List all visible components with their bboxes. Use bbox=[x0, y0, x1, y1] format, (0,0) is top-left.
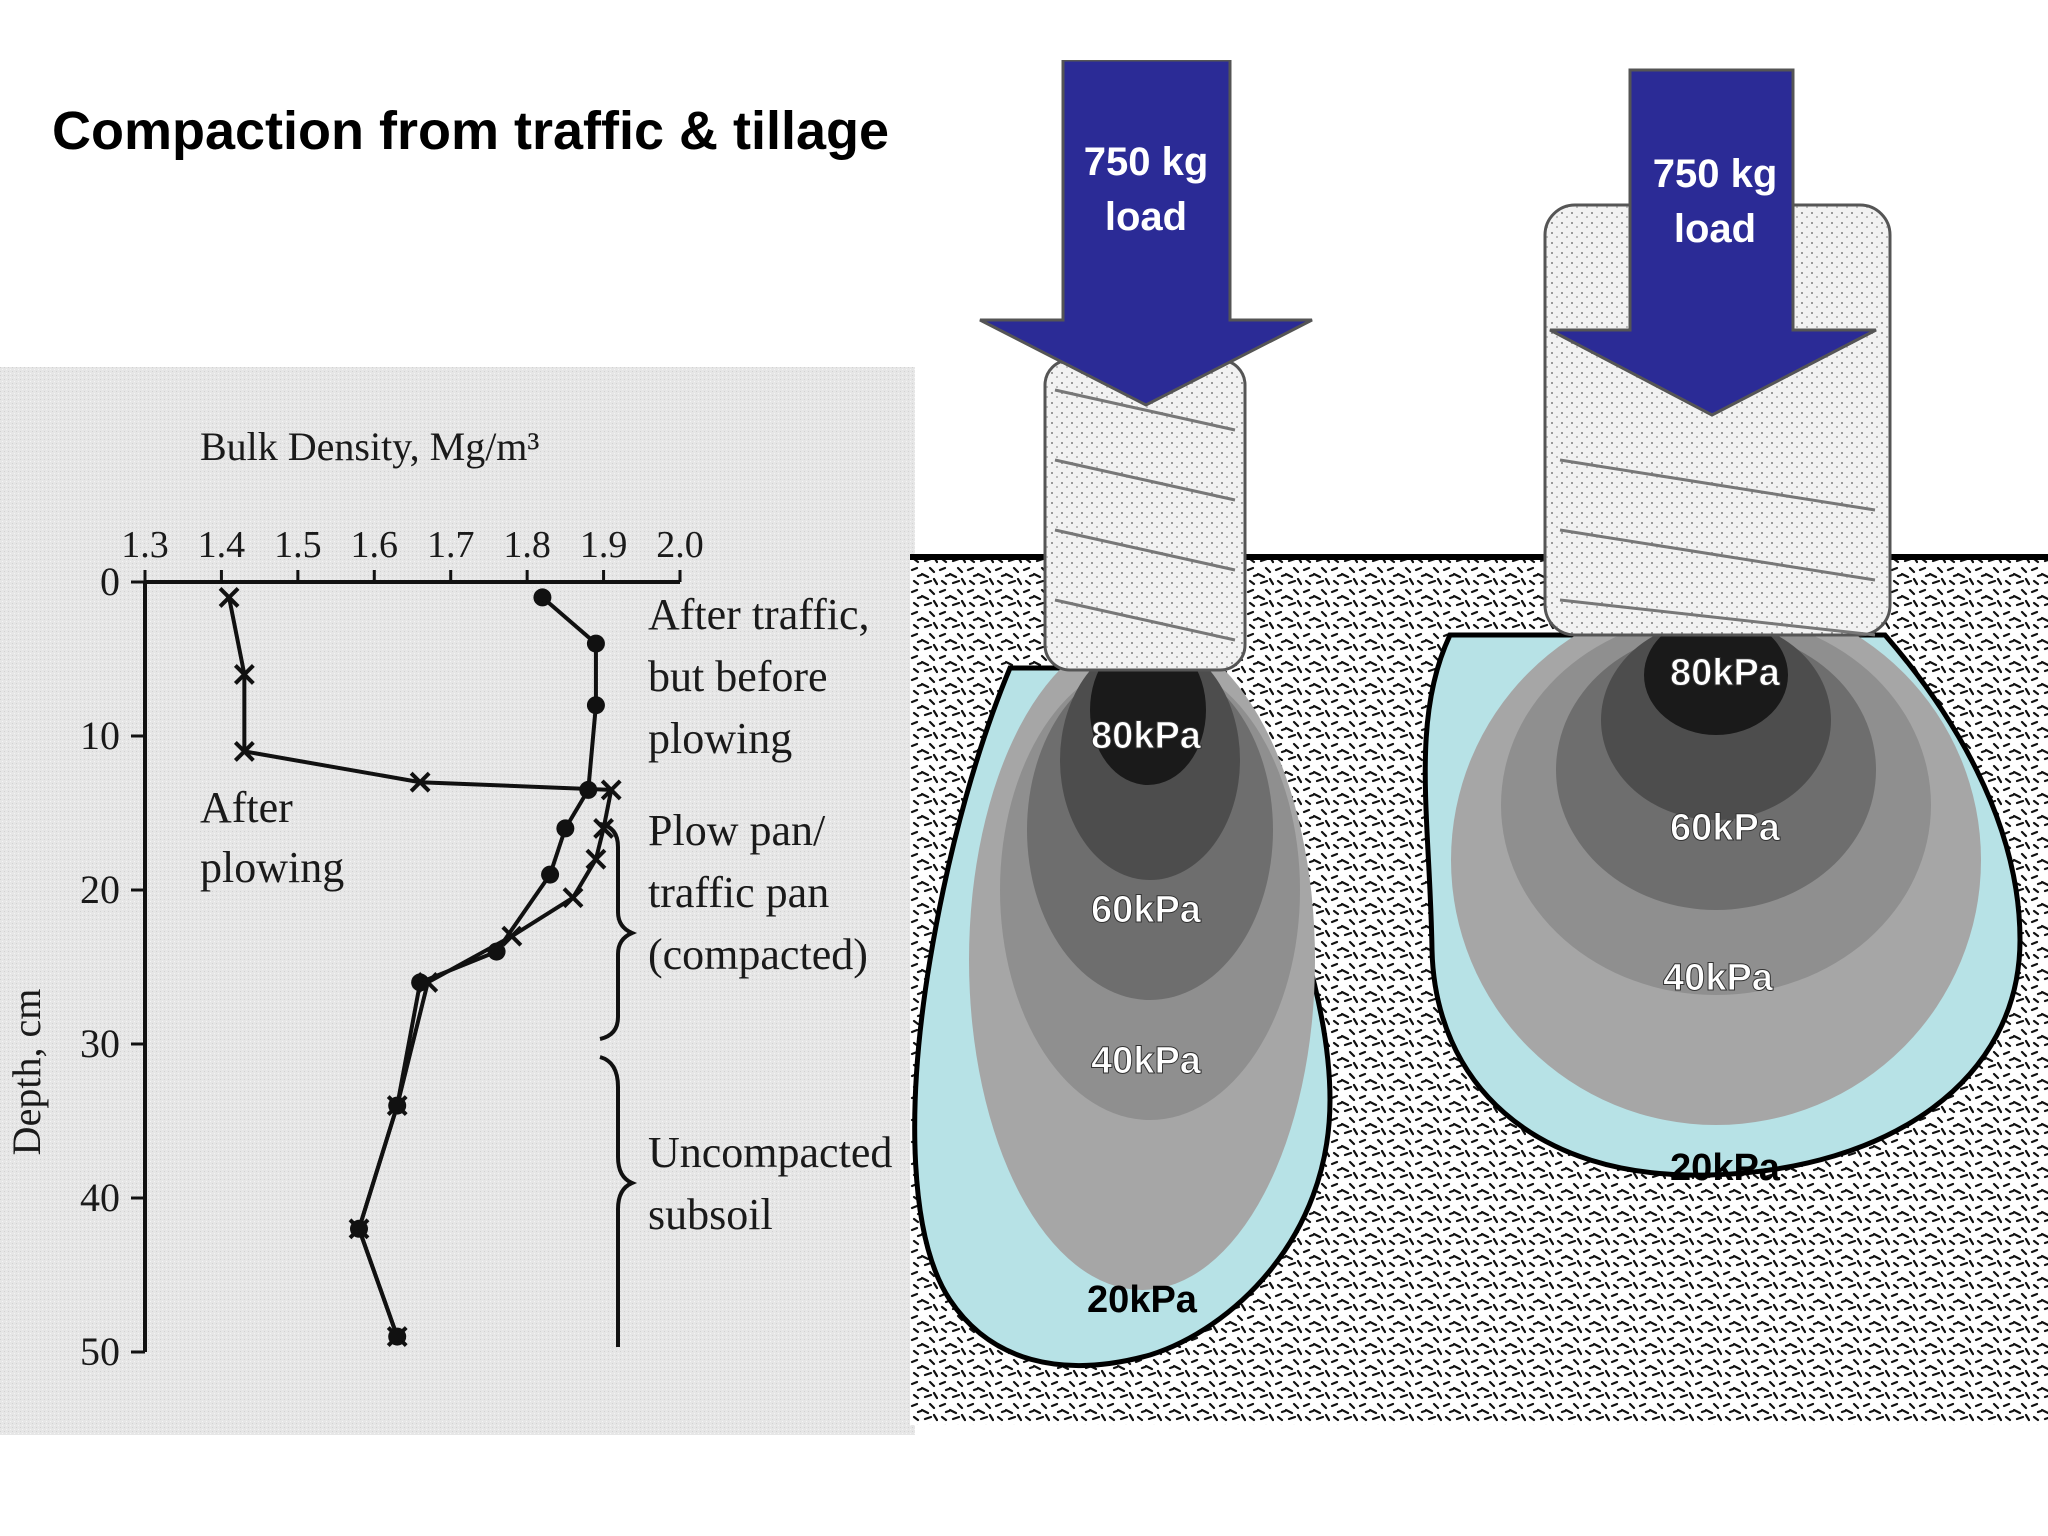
y-tick-label: 40 bbox=[80, 1175, 120, 1220]
x-marker-point bbox=[233, 740, 255, 762]
dot-marker-point bbox=[586, 696, 605, 715]
dot-marker-point bbox=[586, 634, 605, 653]
subsoil-bracket bbox=[599, 1055, 638, 1347]
x-marker-point bbox=[218, 586, 240, 608]
x-tick-label: 1.8 bbox=[503, 524, 551, 566]
pressure-label-layer: 750 kg load 80kPa 60kPa 40kPa 20kPa 750 kg load… bbox=[1084, 140, 1782, 1321]
contour-80kpa bbox=[1090, 635, 1206, 785]
annotation-plow-pan: Plow pan/traffic pan(compacted) bbox=[648, 806, 868, 979]
dot-marker-point bbox=[579, 780, 598, 799]
chart-background bbox=[0, 367, 915, 1435]
pressure-label: 80kPa bbox=[1091, 715, 1202, 757]
y-tick-label: 20 bbox=[80, 867, 120, 912]
x-tick-label: 1.9 bbox=[580, 524, 628, 566]
x-marker-point bbox=[600, 779, 622, 801]
contour-80kpa-2 bbox=[1644, 615, 1788, 735]
dot-marker-point bbox=[556, 819, 575, 838]
pressure-label: 80kPa bbox=[1670, 652, 1781, 694]
dot-marker-point bbox=[411, 973, 430, 992]
pressure-bulb-2 bbox=[1422, 68, 2023, 1178]
pressure-label: 40kPa bbox=[1091, 1040, 1202, 1082]
soil-pressure-diagram: 750 kg load 80kPa 60kPa 40kPa 20kPa 750 kg load… bbox=[910, 60, 2048, 1425]
load-arrow-1 bbox=[979, 60, 1313, 407]
y-axis-label: Depth, cm bbox=[4, 989, 49, 1156]
y-axis: 0 10 20 30 40 50 bbox=[80, 559, 147, 1374]
load-label: load bbox=[1674, 207, 1756, 251]
y-tick-label: 50 bbox=[80, 1329, 120, 1374]
dot-marker-point bbox=[487, 942, 506, 961]
x-marker-point bbox=[409, 771, 431, 793]
load-label: 750 kg bbox=[1653, 152, 1778, 196]
x-axis: 1.3 1.4 1.5 1.6 1.7 1.8 1.9 2.0 bbox=[121, 524, 704, 584]
series-layer bbox=[218, 586, 622, 1348]
tyre-1 bbox=[1043, 358, 1247, 672]
tyre-tread-2 bbox=[1559, 458, 1876, 637]
x-tick-label: 1.7 bbox=[427, 524, 475, 566]
dot-marker-point bbox=[533, 588, 552, 607]
x-marker-point bbox=[501, 925, 523, 947]
x-tick-label: 1.3 bbox=[121, 524, 169, 566]
x-marker-point bbox=[233, 663, 255, 685]
pan-bracket bbox=[599, 822, 638, 1041]
dot-marker-point bbox=[388, 1096, 407, 1115]
pressure-label: 40kPa bbox=[1663, 957, 1774, 999]
slide-title: Compaction from traffic & tillage bbox=[52, 101, 890, 161]
dot-marker-point bbox=[388, 1327, 407, 1346]
y-tick-label: 10 bbox=[80, 713, 120, 758]
y-tick-label: 30 bbox=[80, 1021, 120, 1066]
x-tick-label: 1.5 bbox=[274, 524, 322, 566]
load-label: load bbox=[1105, 195, 1187, 239]
series-2 bbox=[350, 588, 605, 1346]
x-marker-point bbox=[593, 817, 614, 839]
x-marker-point bbox=[585, 848, 607, 870]
load-arrow-2 bbox=[1549, 68, 1877, 417]
pressure-label: 60kPa bbox=[1670, 807, 1781, 849]
x-tick-label: 2.0 bbox=[656, 524, 704, 566]
x-marker-point bbox=[562, 887, 584, 909]
x-tick-label: 1.6 bbox=[351, 524, 399, 566]
y-tick-label: 0 bbox=[100, 559, 120, 604]
load-label: 750 kg bbox=[1084, 140, 1209, 184]
tyre-tread-1 bbox=[1054, 388, 1236, 642]
dot-marker-point bbox=[541, 865, 560, 884]
pressure-label: 60kPa bbox=[1091, 889, 1202, 931]
chart-title: Bulk Density, Mg/m³ bbox=[200, 424, 539, 469]
pressure-bulb-1 bbox=[912, 60, 1333, 1368]
dot-marker-point bbox=[350, 1219, 368, 1238]
pressure-label: 20kPa bbox=[1087, 1279, 1198, 1321]
x-tick-label: 1.4 bbox=[198, 524, 246, 566]
pressure-label: 20kPa bbox=[1670, 1147, 1781, 1189]
